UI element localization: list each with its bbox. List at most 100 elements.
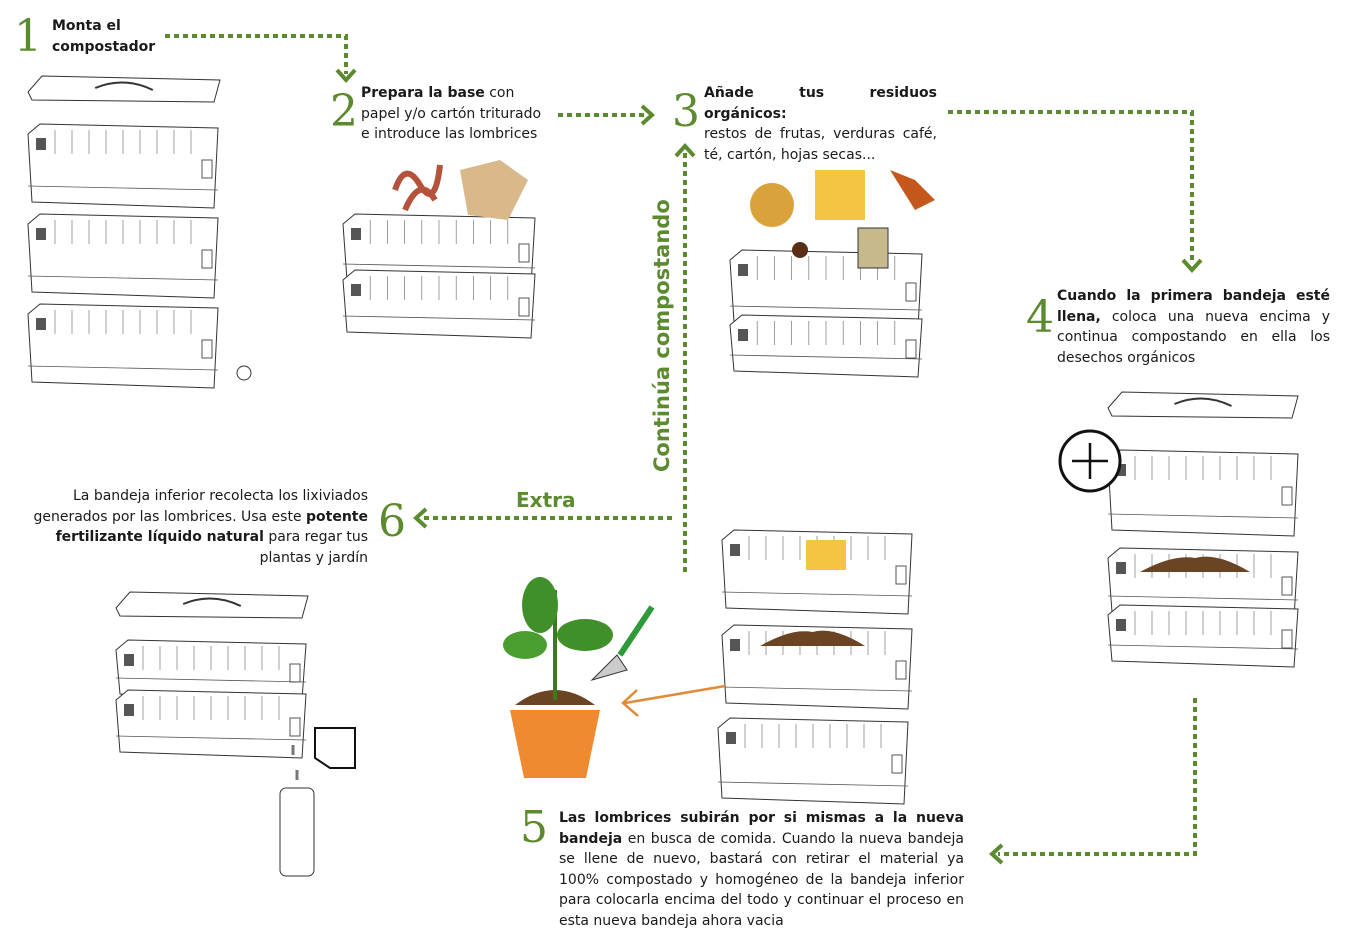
tray	[717, 717, 909, 805]
step-3-text: Añade tus residuos orgánicos: restos de f…	[704, 83, 937, 165]
tray	[27, 213, 219, 299]
step-3-bold: Añade tus residuos orgánicos:	[704, 85, 937, 122]
trowel-icon	[590, 654, 628, 682]
tray-rim	[1107, 595, 1299, 601]
tray-rim	[721, 591, 913, 597]
tray-vent	[1116, 619, 1126, 631]
banana-icon	[815, 170, 865, 220]
tray-rim	[717, 781, 909, 787]
tray-vent	[351, 228, 361, 240]
tray-handle	[905, 339, 917, 359]
tray-handle	[518, 243, 530, 263]
lid-body	[27, 75, 221, 103]
lid	[115, 591, 309, 619]
step-4-text: Cuando la primera bandeja esté llena, co…	[1057, 286, 1330, 368]
step-4-rest: coloca una nueva encima y continua compo…	[1057, 308, 1330, 366]
tray	[115, 689, 307, 759]
tray-body	[729, 249, 923, 329]
tray-handle	[905, 282, 917, 302]
step-2-text: Prepara la base con papel y/o cartón tri…	[361, 83, 541, 145]
food-scraps-icon	[806, 540, 846, 570]
tray-vent	[1116, 464, 1126, 476]
leaf-icon	[503, 631, 547, 659]
tray	[115, 639, 307, 701]
cardboard-roll-icon	[857, 227, 889, 269]
step-6-rest: para regar tus plantas y jardín	[259, 529, 368, 566]
tap-icon	[236, 365, 252, 381]
step-4-number: 4	[1026, 292, 1054, 343]
tray-handle	[518, 297, 530, 317]
bottle-icon	[279, 787, 315, 877]
tray	[1107, 449, 1299, 537]
step-4-bold: Cuando la primera bandeja esté llena,	[1057, 288, 1330, 325]
tray-rim	[27, 365, 219, 371]
plus-icon	[1072, 443, 1108, 479]
tray-handle	[1281, 629, 1293, 649]
step-6-text: La bandeja inferior recolecta los lixivi…	[28, 486, 368, 568]
arrow-head-icon	[335, 68, 357, 83]
tray-rim	[27, 185, 219, 191]
step-1-text: Monta el compostador	[52, 16, 155, 57]
tray-rim	[115, 677, 307, 683]
continue-composting-label: Continúa compostando	[650, 199, 674, 472]
tray-rim	[115, 735, 307, 741]
lid-handle	[1174, 397, 1232, 407]
tray-vent	[730, 544, 740, 556]
tray	[342, 269, 536, 339]
step-6-pre: La bandeja inferior recolecta los lixivi…	[33, 488, 368, 525]
tray	[27, 303, 219, 389]
step-1-line: compostador	[52, 38, 156, 55]
trowel-handle	[617, 605, 655, 657]
tray-body	[717, 717, 909, 805]
tray	[729, 249, 923, 329]
tray	[342, 213, 536, 287]
tray-rim	[721, 686, 913, 692]
tray-rim	[1107, 644, 1299, 650]
orange-arrow-icon	[621, 684, 726, 717]
tray-body	[115, 689, 307, 759]
step-6-bold: potente fertilizante líquido natural	[55, 508, 368, 546]
step-3-rest: restos de frutas, verduras café, té, car…	[704, 126, 937, 163]
tray-handle	[891, 754, 903, 774]
lid-body	[115, 591, 309, 619]
lid	[1107, 391, 1299, 419]
tray-vent	[36, 138, 46, 150]
lid	[27, 75, 221, 103]
pointing-hand-icon	[314, 727, 356, 769]
tray	[729, 314, 923, 378]
step-1-line: Monta el	[52, 18, 121, 34]
worms-icon	[392, 164, 443, 212]
leaves-icon	[890, 170, 935, 210]
tray-handle	[201, 249, 213, 269]
tray-rim	[27, 275, 219, 281]
tray-vent	[351, 284, 361, 296]
tray-handle	[895, 565, 907, 585]
tray-body	[342, 269, 536, 339]
step-5-number: 5	[520, 802, 548, 853]
leaf-icon	[522, 577, 558, 633]
step-5-text: Las lombrices subirán por si mismas a la…	[559, 808, 964, 931]
arrow-head-icon	[674, 143, 696, 158]
tray-vent	[124, 704, 134, 716]
lid-body	[1107, 391, 1299, 419]
tray-vent	[124, 654, 134, 666]
tray-vent	[738, 264, 748, 276]
tray-handle	[1281, 576, 1293, 596]
tray-handle	[289, 663, 301, 683]
fruit-peel-icon	[750, 183, 794, 227]
tray-vent	[726, 732, 736, 744]
step-5-bold: Las lombrices subirán por si mismas a la…	[559, 810, 964, 847]
tray-rim	[1107, 513, 1299, 519]
tray-rim	[342, 315, 536, 321]
compost-soil	[1140, 556, 1250, 572]
tray-handle	[201, 339, 213, 359]
shredded-paper-icon	[460, 160, 528, 220]
lid-handle	[94, 81, 154, 91]
tray-rim	[729, 305, 923, 311]
lid-handle	[182, 597, 242, 607]
tray	[1107, 604, 1299, 668]
arrow-head-icon	[1181, 258, 1203, 273]
flower-pot-icon	[510, 710, 600, 778]
arrow-head-icon	[989, 843, 1004, 865]
